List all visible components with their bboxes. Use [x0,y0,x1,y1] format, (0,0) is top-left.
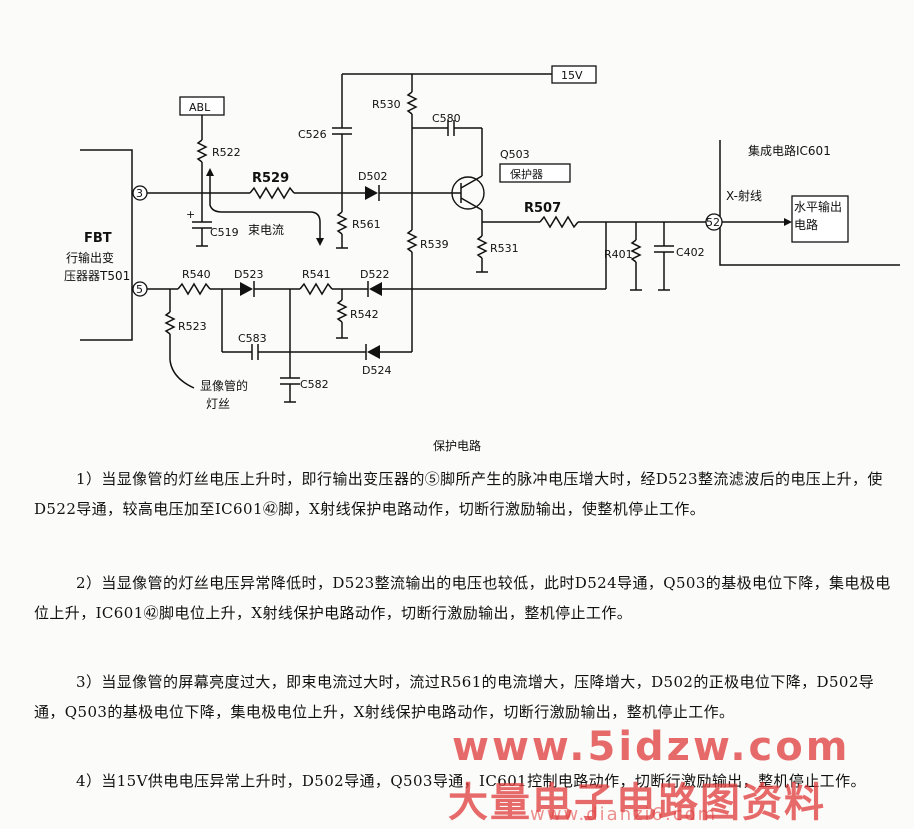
r522-label: R522 [212,146,241,159]
paragraph-2: 2）当显像管的灯丝电压异常降低时，D523整流输出的电压也较低，此时D524导通… [34,574,891,622]
r542-label: R542 [350,308,379,321]
horizontal-output-label: 水平输出电路 [794,200,843,232]
pin5-label: 5 [136,283,143,296]
r561-label: R561 [352,218,381,231]
paragraph-4: 4）当15V供电电压异常上升时，D502导通，Q503导通，IC601控制电路动… [76,772,866,790]
c526-label: C526 [298,128,327,141]
xray-label: X-射线 [726,188,762,203]
r529-label: R529 [252,171,289,186]
fbt-label-1: FBT [84,231,112,246]
svg-text:+: + [186,208,195,221]
beam-current-label: 束电流 [248,223,284,237]
c402-label: C402 [676,246,705,259]
pin3-label: 3 [136,187,143,200]
diagram-caption: 保护电路 [432,439,481,453]
pin52-label: 52 [706,216,720,229]
fbt-label-2: 行输出变 [66,250,114,265]
crt-label-2: 灯丝 [206,397,230,411]
r539-label: R539 [420,238,449,251]
r541-label: R541 [302,268,331,281]
r507-label: R507 [524,201,561,216]
schematic-diagram: 3 5 R529 D502 ABL R522 + C519 束电流 15V C5… [64,65,900,411]
r531-label: R531 [490,242,519,255]
crt-label-1: 显像管的 [200,378,248,393]
protector-label: 保护器 [510,167,543,181]
d523-label: D523 [234,268,263,281]
d522-label: D522 [360,268,389,281]
abl-label: ABL [189,101,211,114]
c582-label: C582 [300,378,329,391]
d502-label: D502 [358,170,387,183]
c519-label: C519 [210,226,239,239]
r530-label: R530 [372,98,401,111]
fbt-label-3: 压器器T501 [64,269,130,283]
d524-label: D524 [362,364,391,377]
r401-label: R401 [604,248,633,261]
watermark-url: www.5idzw.com [452,724,851,770]
ic601-label: 集成电路IC601 [748,143,831,158]
q503-label: Q503 [500,148,530,161]
c583-label: C583 [238,332,267,345]
watermark-sub: www.dianzi6.com [530,804,718,825]
c580-label: C580 [432,112,461,125]
paragraph-3: 3）当显像管的屏幕亮度过大，即束电流过大时，流过R561的电流增大，压降增大，D… [34,673,875,721]
r523-label: R523 [178,320,207,333]
paragraph-1: 1）当显像管的灯丝电压上升时，即行输出变压器的⑤脚所产生的脉冲电压增大时，经D5… [34,470,883,518]
v15-label: 15V [561,69,583,82]
r540-label: R540 [182,268,211,281]
watermark-site: 大量电子电路图资料 [448,780,826,826]
